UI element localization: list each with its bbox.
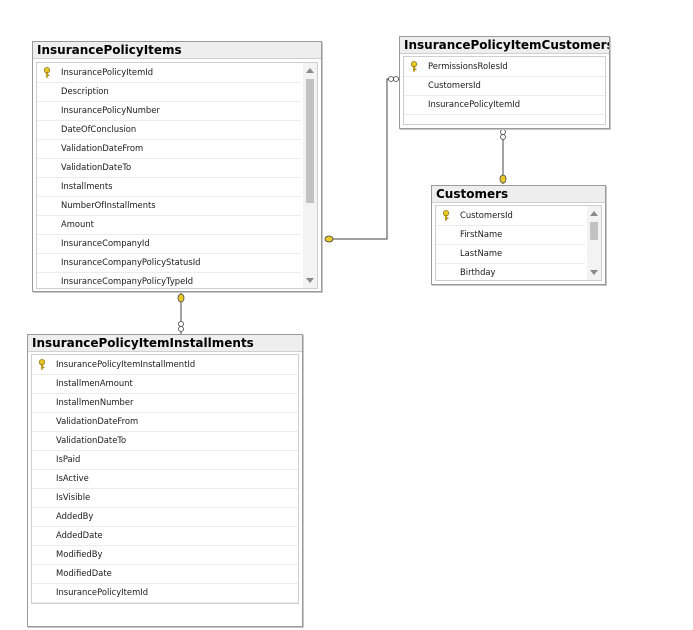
column-list: InsurancePolicyItemInstallmentId Install…: [31, 354, 299, 604]
scroll-up-arrow-icon[interactable]: [590, 211, 598, 216]
column-row[interactable]: AddedBy: [32, 507, 298, 527]
column-row-primary-key[interactable]: CustomersId: [436, 206, 585, 226]
column-name: FirstName: [460, 229, 503, 239]
column-row[interactable]: ModifiedDate: [32, 564, 298, 584]
key-end-icon: [177, 293, 185, 303]
infinity-end-icon: [388, 76, 394, 82]
primary-key-icon: [410, 61, 418, 72]
column-name: ModifiedBy: [56, 549, 103, 559]
column-row[interactable]: InsuranceCompanyPolicyStatusId: [37, 253, 301, 273]
relationship-items-installments[interactable]: [177, 291, 185, 334]
column-name: LastName: [460, 248, 503, 258]
column-row[interactable]: ValidationDateFrom: [37, 139, 301, 159]
infinity-end-icon: [500, 129, 506, 135]
column-row[interactable]: ModifiedBy: [32, 545, 298, 565]
column-name: Birthday: [460, 267, 496, 277]
scrollbar-thumb[interactable]: [590, 222, 598, 240]
relationship-items-customers[interactable]: [324, 76, 399, 243]
column-name: InsuranceCompanyPolicyStatusId: [61, 257, 201, 267]
column-row[interactable]: ValidationDateTo: [32, 431, 298, 451]
column-row[interactable]: IsVisible: [32, 488, 298, 508]
column-row[interactable]: InstallmenAmount: [32, 374, 298, 394]
column-name: CustomersId: [428, 80, 481, 90]
column-row[interactable]: Installments: [37, 177, 301, 197]
key-end-icon: [499, 174, 507, 184]
column-row-primary-key[interactable]: PermissionsRolesId: [404, 57, 605, 77]
column-name: ValidationDateFrom: [56, 416, 139, 426]
column-row[interactable]: InsuranceCompanyPolicyTypeId: [37, 272, 301, 288]
table-insurance-policy-items[interactable]: InsurancePolicyItems InsurancePolicyItem…: [32, 41, 322, 292]
column-row[interactable]: IsPaid: [32, 450, 298, 470]
relationship-customers-link[interactable]: [499, 128, 507, 184]
primary-key-icon: [43, 67, 51, 78]
table-customers[interactable]: Customers CustomersId FirstName LastName…: [431, 185, 606, 285]
column-name: NumberOfInstallments: [61, 200, 156, 210]
column-name: CustomersId: [460, 210, 513, 220]
table-title[interactable]: Customers: [432, 186, 605, 203]
column-name: InsurancePolicyItemInstallmentId: [56, 359, 196, 369]
column-row[interactable]: Amount: [37, 215, 301, 235]
scroll-down-arrow-icon[interactable]: [306, 278, 314, 283]
table-insurance-policy-item-installments[interactable]: InsurancePolicyItemInstallments Insuranc…: [27, 334, 303, 627]
column-row[interactable]: Description: [37, 82, 301, 102]
table-title[interactable]: InsurancePolicyItemCustomers: [400, 37, 609, 54]
column-row[interactable]: InstallmenNumber: [32, 393, 298, 413]
column-name: ValidationDateFrom: [61, 143, 144, 153]
vertical-scrollbar[interactable]: [303, 63, 317, 288]
primary-key-icon: [38, 359, 46, 370]
column-list: InsurancePolicyItemId Description Insura…: [36, 62, 318, 289]
column-name: PermissionsRolesId: [428, 61, 508, 71]
column-name: InsuranceCompanyPolicyTypeId: [61, 276, 194, 286]
table-title[interactable]: InsurancePolicyItems: [33, 42, 321, 59]
key-end-icon: [324, 235, 334, 243]
scroll-up-arrow-icon[interactable]: [306, 68, 314, 73]
column-name: InsurancePolicyNumber: [61, 105, 160, 115]
column-name: ModifiedDate: [56, 568, 112, 578]
column-name: ValidationDateTo: [56, 435, 127, 445]
column-row[interactable]: InsurancePolicyItemId: [32, 583, 298, 603]
column-name: InsurancePolicyItemId: [61, 67, 154, 77]
column-row[interactable]: LastName: [436, 244, 585, 264]
column-row[interactable]: Birthday: [436, 263, 585, 280]
column-name: AddedBy: [56, 511, 94, 521]
column-name: IsVisible: [56, 492, 91, 502]
column-name: InsurancePolicyItemId: [428, 99, 521, 109]
infinity-end-icon: [178, 321, 184, 327]
column-name: Description: [61, 86, 109, 96]
column-row[interactable]: FirstName: [436, 225, 585, 245]
column-name: IsActive: [56, 473, 89, 483]
column-name: Amount: [61, 219, 94, 229]
column-row[interactable]: AddedDate: [32, 526, 298, 546]
column-name: AddedDate: [56, 530, 103, 540]
primary-key-icon: [442, 210, 450, 221]
table-title[interactable]: InsurancePolicyItemInstallments: [28, 335, 302, 352]
column-row[interactable]: IsActive: [32, 469, 298, 489]
column-row[interactable]: ValidationDateTo: [37, 158, 301, 178]
vertical-scrollbar[interactable]: [587, 206, 601, 280]
scrollbar-thumb[interactable]: [306, 79, 314, 203]
column-row[interactable]: InsuranceCompanyId: [37, 234, 301, 254]
column-row[interactable]: InsurancePolicyItemId: [404, 95, 605, 115]
column-row-primary-key[interactable]: InsurancePolicyItemId: [37, 63, 301, 83]
column-name: InsuranceCompanyId: [61, 238, 150, 248]
column-list: PermissionsRolesId CustomersId Insurance…: [403, 56, 606, 125]
column-name: ValidationDateTo: [61, 162, 132, 172]
column-name: InstallmenNumber: [56, 397, 134, 407]
column-name: DateOfConclusion: [61, 124, 137, 134]
column-row-primary-key[interactable]: InsurancePolicyItemInstallmentId: [32, 355, 298, 375]
column-row[interactable]: InsurancePolicyNumber: [37, 101, 301, 121]
scroll-down-arrow-icon[interactable]: [590, 270, 598, 275]
column-name: InsurancePolicyItemId: [56, 587, 149, 597]
column-name: IsPaid: [56, 454, 81, 464]
column-name: InstallmenAmount: [56, 378, 133, 388]
column-row[interactable]: DateOfConclusion: [37, 120, 301, 140]
column-row[interactable]: CustomersId: [404, 76, 605, 96]
column-row[interactable]: ValidationDateFrom: [32, 412, 298, 432]
column-row[interactable]: NumberOfInstallments: [37, 196, 301, 216]
column-name: Installments: [61, 181, 113, 191]
table-insurance-policy-item-customers[interactable]: InsurancePolicyItemCustomers Permissions…: [399, 36, 610, 129]
column-list: CustomersId FirstName LastName Birthday: [435, 205, 602, 281]
